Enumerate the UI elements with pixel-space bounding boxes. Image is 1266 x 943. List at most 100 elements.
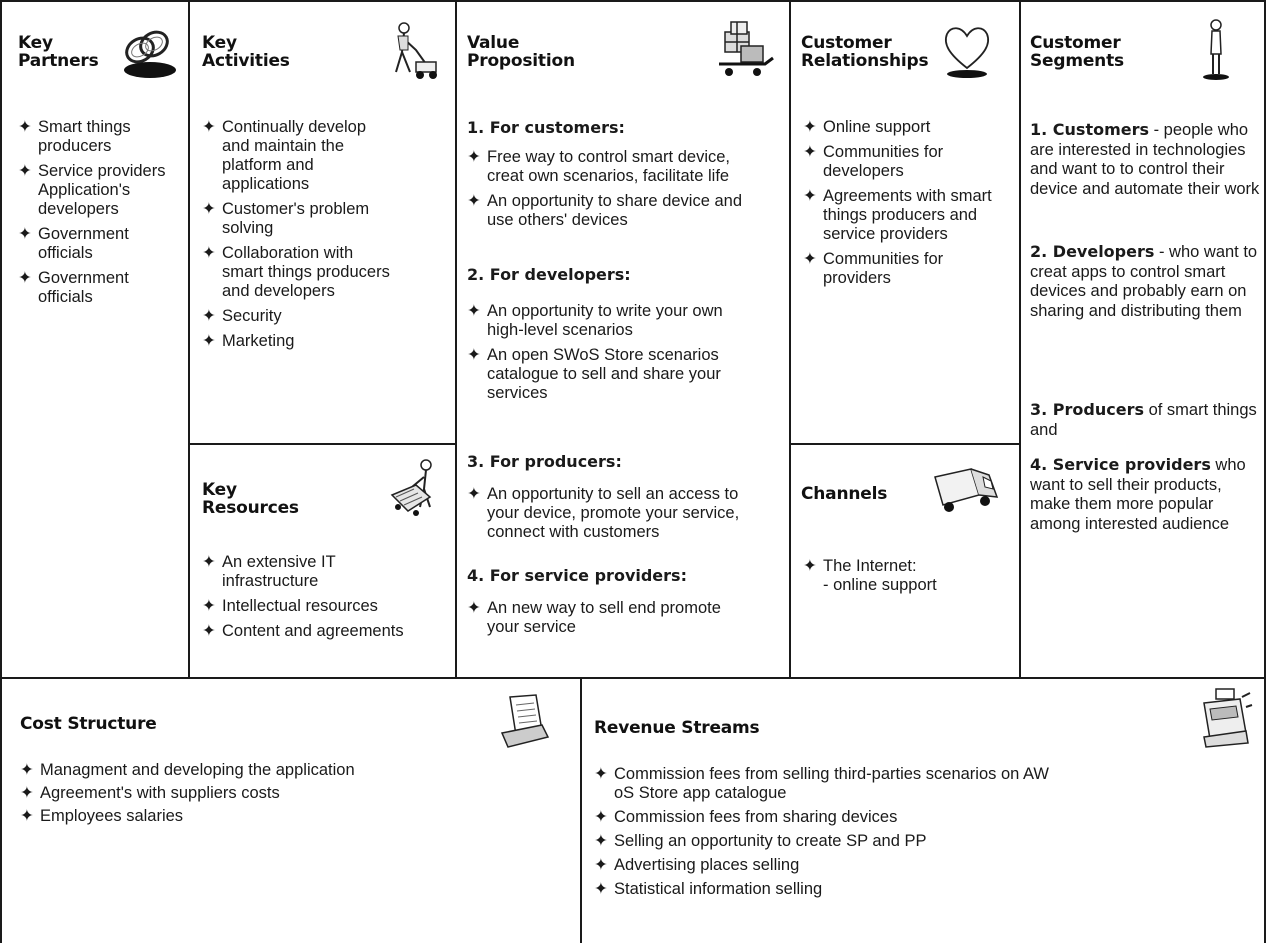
key-resources-block: Key Resources ✦An extensive IT infrastru… bbox=[190, 445, 455, 677]
list-item: ✦The Internet: - online support bbox=[803, 557, 937, 594]
bullet: ✦ bbox=[202, 597, 216, 615]
key-resources-title: Key Resources bbox=[202, 480, 299, 518]
divider-relationships-segments bbox=[1019, 0, 1021, 678]
list-item: ✦An extensive IT infrastructure bbox=[202, 553, 336, 590]
bullet: ✦ bbox=[467, 346, 481, 364]
list-item: ✦Service providers Application's develop… bbox=[18, 162, 166, 218]
list-item: ✦Agreement's with suppliers costs bbox=[20, 784, 280, 802]
list-item: ✦Smart things producers bbox=[18, 118, 131, 155]
bullet: ✦ bbox=[803, 557, 817, 575]
segment-service-providers: 4. Service providers who want to sell th… bbox=[1030, 455, 1246, 533]
list-item: ✦Continually develop and maintain the pl… bbox=[202, 118, 367, 193]
cost-structure-list: ✦Managment and developing the applicatio… bbox=[20, 761, 580, 830]
bullet: ✦ bbox=[202, 200, 216, 218]
value-heading-developers: 2. For developers: bbox=[467, 265, 631, 284]
channels-block: Channels ✦The Internet: - online support bbox=[791, 445, 1019, 677]
list-item: ✦An new way to sell end promote your ser… bbox=[467, 599, 721, 636]
top-border bbox=[0, 0, 1266, 2]
receipt-printer-icon bbox=[496, 693, 552, 751]
segment-producers: 3. Producers of smart things and bbox=[1030, 400, 1257, 439]
value-heading-producers: 3. For producers: bbox=[467, 452, 622, 471]
value-list-customers: ✦Free way to control smart device, creat… bbox=[467, 148, 787, 236]
list-item: ✦Government officials bbox=[18, 269, 129, 306]
bullet: ✦ bbox=[20, 784, 34, 802]
list-item: ✦Agreements with smart things producers … bbox=[803, 187, 992, 243]
cost-structure-block: Cost Structure ✦Managment and developing… bbox=[2, 679, 580, 943]
customer-relationships-title: Customer Relationships bbox=[801, 33, 929, 71]
bullet: ✦ bbox=[803, 143, 817, 161]
divider-partners-activities bbox=[188, 0, 190, 678]
bullet: ✦ bbox=[18, 162, 32, 180]
segment-developers: 2. Developers - who want to creat apps t… bbox=[1030, 242, 1258, 320]
segment-customers: 1. Customers - people who are interested… bbox=[1030, 120, 1260, 198]
list-item: ✦An opportunity to sell an access to you… bbox=[467, 485, 740, 541]
list-item: ✦Employees salaries bbox=[20, 807, 184, 825]
revenue-streams-title: Revenue Streams bbox=[594, 718, 760, 738]
divider-value-relationships bbox=[789, 0, 791, 678]
bullet: ✦ bbox=[594, 808, 608, 826]
cost-structure-title: Cost Structure bbox=[20, 714, 157, 734]
key-activities-block: Key Activities ✦Continually develop and … bbox=[190, 2, 455, 443]
bullet: ✦ bbox=[467, 148, 481, 166]
bullet: ✦ bbox=[594, 832, 608, 850]
bullet: ✦ bbox=[202, 332, 216, 350]
heart-icon bbox=[941, 22, 993, 80]
list-item: ✦Security bbox=[202, 307, 282, 325]
bullet: ✦ bbox=[594, 856, 608, 874]
key-activities-list: ✦Continually develop and maintain the pl… bbox=[202, 118, 452, 357]
divider-activities-value bbox=[455, 0, 457, 678]
list-item: ✦Marketing bbox=[202, 332, 295, 350]
bullet: ✦ bbox=[202, 244, 216, 262]
bullet: ✦ bbox=[18, 269, 32, 287]
key-partners-title: Key Partners bbox=[18, 33, 99, 71]
list-item: ✦Commission fees from selling third-part… bbox=[594, 765, 1049, 802]
bullet: ✦ bbox=[202, 307, 216, 325]
bullet: ✦ bbox=[467, 192, 481, 210]
bullet: ✦ bbox=[18, 225, 32, 243]
list-item: ✦Customer's problem solving bbox=[202, 200, 370, 237]
bullet: ✦ bbox=[803, 187, 817, 205]
list-item: ✦An opportunity to write your own high-l… bbox=[467, 302, 723, 339]
value-heading-service-providers: 4. For service providers: bbox=[467, 566, 687, 585]
list-item: ✦Managment and developing the applicatio… bbox=[20, 761, 355, 779]
bullet: ✦ bbox=[202, 553, 216, 571]
value-list-producers: ✦An opportunity to sell an access to you… bbox=[467, 485, 787, 548]
delivery-truck-icon bbox=[931, 465, 1003, 517]
bullet: ✦ bbox=[20, 761, 34, 779]
bullet: ✦ bbox=[803, 118, 817, 136]
key-activities-title: Key Activities bbox=[202, 33, 290, 71]
channels-title: Channels bbox=[801, 484, 888, 504]
worker-mowing-icon bbox=[386, 20, 440, 82]
list-item: ✦An open SWoS Store scenarios catalogue … bbox=[467, 346, 721, 402]
rings-icon bbox=[116, 24, 178, 80]
bullet: ✦ bbox=[20, 807, 34, 825]
cash-register-icon bbox=[1196, 687, 1254, 749]
list-item: ✦Communities for providers bbox=[803, 250, 944, 287]
bullet: ✦ bbox=[803, 250, 817, 268]
bullet: ✦ bbox=[467, 485, 481, 503]
key-resources-list: ✦An extensive IT infrastructure ✦Intelle… bbox=[202, 553, 452, 647]
key-partners-block: Key Partners ✦Smart things producers ✦Se… bbox=[2, 2, 188, 677]
value-heading-customers: 1. For customers: bbox=[467, 118, 625, 137]
list-item: ✦Content and agreements bbox=[202, 622, 404, 640]
divider-cost-revenue bbox=[580, 678, 582, 943]
list-item: ✦Government officials bbox=[18, 225, 129, 262]
bullet: ✦ bbox=[18, 118, 32, 136]
value-list-service-providers: ✦An new way to sell end promote your ser… bbox=[467, 599, 787, 643]
gift-cart-icon bbox=[715, 18, 777, 78]
list-item: ✦Free way to control smart device, creat… bbox=[467, 148, 731, 185]
revenue-streams-list: ✦Commission fees from selling third-part… bbox=[594, 765, 1194, 904]
customer-relationships-block: Customer Relationships ✦Online support ✦… bbox=[791, 2, 1019, 443]
worker-machine-icon bbox=[386, 457, 448, 519]
list-item: ✦Communities for developers bbox=[803, 143, 944, 180]
bullet: ✦ bbox=[594, 880, 608, 898]
list-item: ✦Online support bbox=[803, 118, 931, 136]
right-border bbox=[1264, 0, 1266, 943]
bullet: ✦ bbox=[202, 622, 216, 640]
key-partners-list: ✦Smart things producers ✦Service provide… bbox=[18, 118, 188, 313]
mid-horizontal-divider bbox=[0, 677, 1266, 679]
value-proposition-title: Value Proposition bbox=[467, 33, 575, 71]
list-item: ✦Commission fees from sharing devices bbox=[594, 808, 898, 826]
list-item: ✦Statistical information selling bbox=[594, 880, 823, 898]
customer-segments-title: Customer Segments bbox=[1030, 33, 1124, 71]
